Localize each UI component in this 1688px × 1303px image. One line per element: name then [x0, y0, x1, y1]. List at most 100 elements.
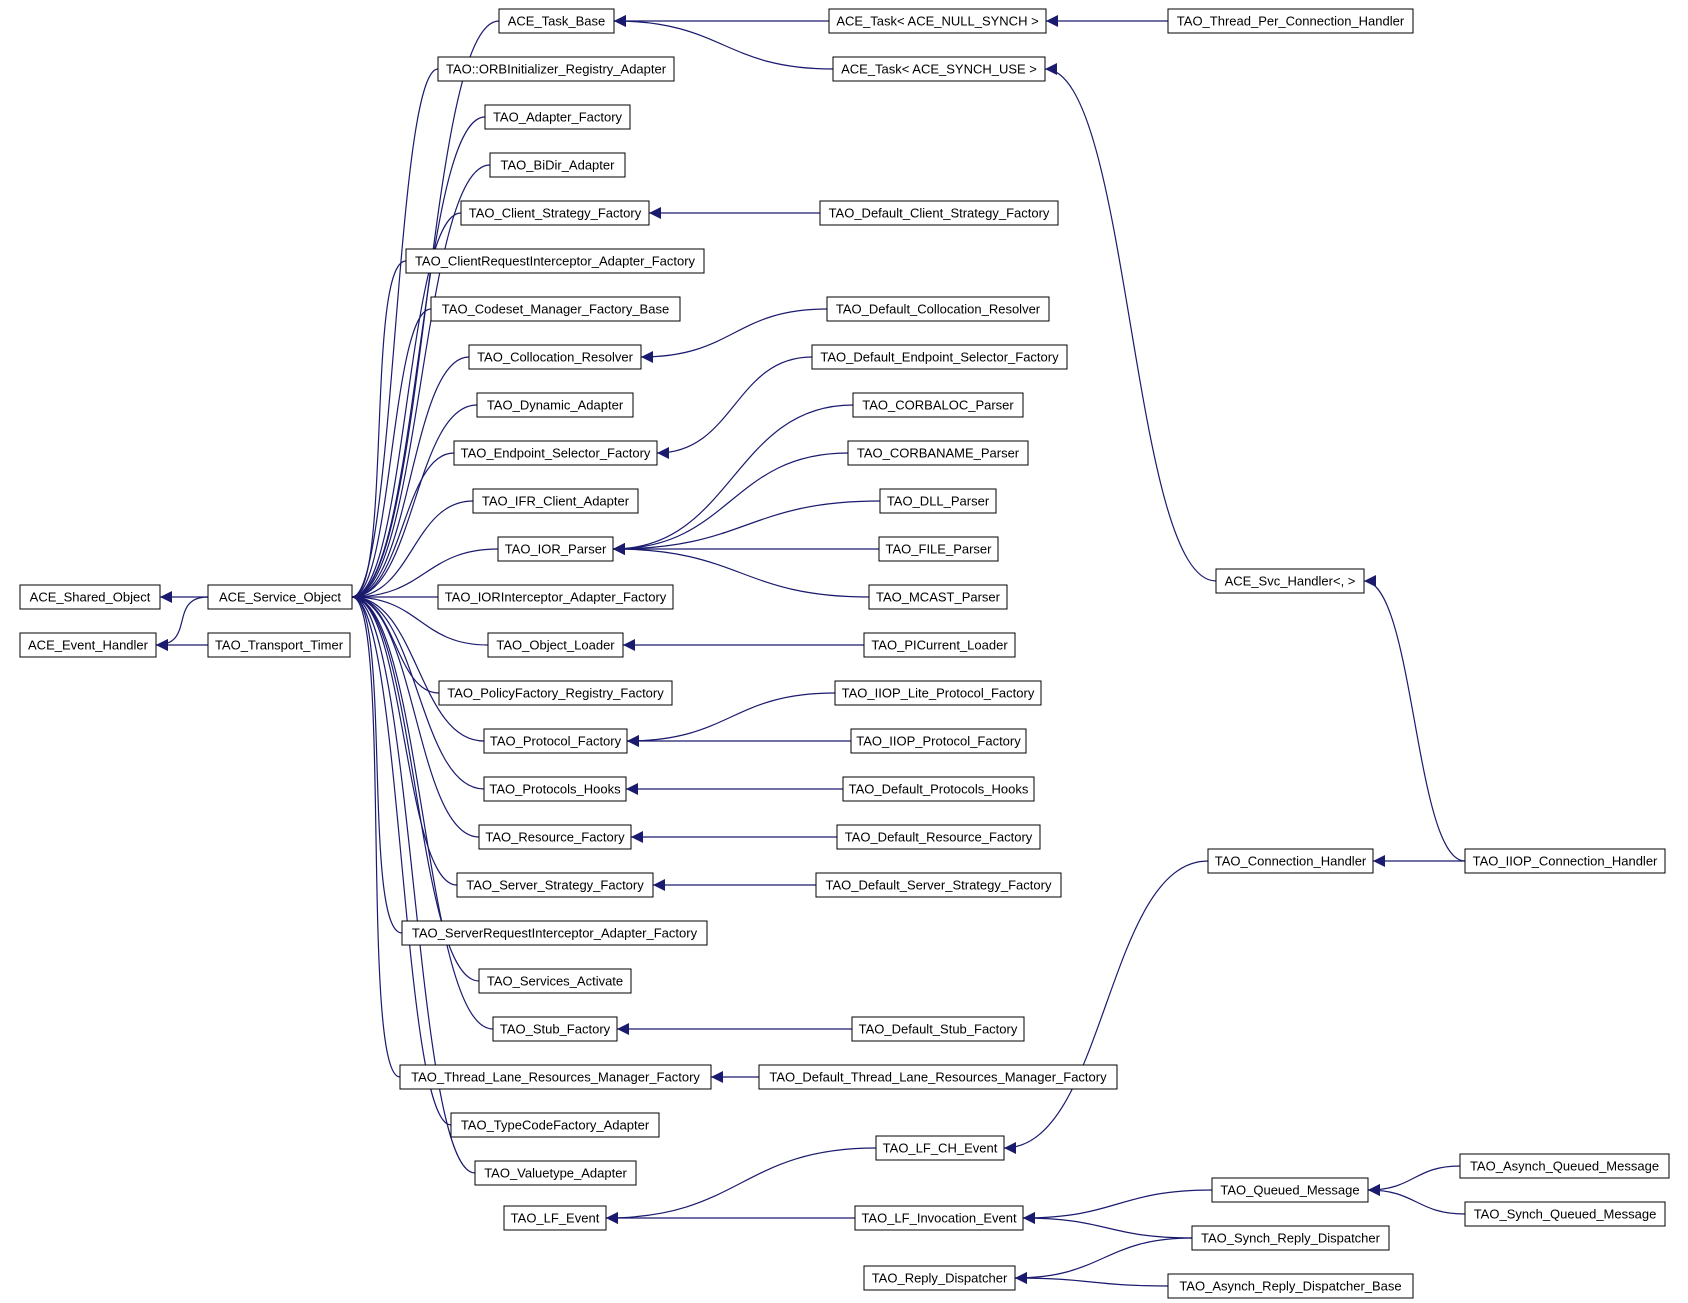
class-node-tao-endpoint-selector-factory[interactable]: TAO_Endpoint_Selector_Factory — [453, 440, 658, 466]
class-box — [758, 1064, 1118, 1090]
class-node-tao-corbaloc-parser[interactable]: TAO_CORBALOC_Parser — [852, 392, 1024, 418]
class-node-tao-dll-parser[interactable]: TAO_DLL_Parser — [879, 488, 997, 514]
class-box — [863, 1265, 1016, 1291]
class-node-tao-connection-handler[interactable]: TAO_Connection_Handler — [1207, 848, 1374, 874]
class-node-tao-protocols-hooks[interactable]: TAO_Protocols_Hooks — [483, 776, 627, 802]
class-label: TAO_DLL_Parser — [887, 494, 990, 509]
class-node-tao-default-thread-lane-resources-manager-factory[interactable]: TAO_Default_Thread_Lane_Resources_Manage… — [758, 1064, 1118, 1090]
class-node-tao-iiop-connection-handler[interactable]: TAO_IIOP_Connection_Handler — [1464, 848, 1666, 874]
class-label: TAO_Default_Stub_Factory — [859, 1022, 1018, 1037]
class-node-tao-lf-event[interactable]: TAO_LF_Event — [503, 1205, 607, 1231]
class-label: TAO_IIOP_Lite_Protocol_Factory — [842, 686, 1035, 701]
class-node-tao-thread-per-connection-handler[interactable]: TAO_Thread_Per_Connection_Handler — [1167, 8, 1414, 34]
class-label: TAO_PICurrent_Loader — [871, 638, 1008, 653]
class-node-tao-default-resource-factory[interactable]: TAO_Default_Resource_Factory — [836, 824, 1041, 850]
class-node-tao-iiop-protocol-factory[interactable]: TAO_IIOP_Protocol_Factory — [850, 728, 1027, 754]
class-node-tao-iiop-lite-protocol-factory[interactable]: TAO_IIOP_Lite_Protocol_Factory — [834, 680, 1042, 706]
class-box — [847, 440, 1029, 466]
class-node-ace-task-base[interactable]: ACE_Task_Base — [498, 8, 615, 34]
class-node-tao-policyfactory-registry-factory[interactable]: TAO_PolicyFactory_Registry_Factory — [438, 680, 673, 706]
class-node-tao-synch-reply-dispatcher[interactable]: TAO_Synch_Reply_Dispatcher — [1191, 1225, 1390, 1251]
class-node-tao-lf-ch-event[interactable]: TAO_LF_CH_Event — [875, 1135, 1005, 1161]
class-node-tao-adapter-factory[interactable]: TAO_Adapter_Factory — [484, 104, 631, 130]
class-node-tao-codeset-manager-factory-base[interactable]: TAO_Codeset_Manager_Factory_Base — [430, 296, 681, 322]
class-node-ace-shared-object[interactable]: ACE_Shared_Object — [19, 584, 161, 610]
class-node-tao-stub-factory[interactable]: TAO_Stub_Factory — [492, 1016, 618, 1042]
inheritance-edge — [612, 500, 881, 555]
class-node-tao-default-stub-factory[interactable]: TAO_Default_Stub_Factory — [851, 1016, 1025, 1042]
class-box — [460, 200, 650, 226]
class-node-tao-corbaname-parser[interactable]: TAO_CORBANAME_Parser — [847, 440, 1029, 466]
class-label: TAO_Default_Client_Strategy_Factory — [829, 206, 1050, 221]
inheritance-edge — [1003, 860, 1209, 1154]
class-box — [836, 824, 1041, 850]
class-node-tao-services-activate[interactable]: TAO_Services_Activate — [478, 968, 632, 994]
class-node-tao-asynch-queued-message[interactable]: TAO_Asynch_Queued_Message — [1459, 1153, 1670, 1179]
class-node-tao-ior-parser[interactable]: TAO_IOR_Parser — [497, 536, 614, 562]
class-node-tao-reply-dispatcher[interactable]: TAO_Reply_Dispatcher — [863, 1265, 1016, 1291]
class-box — [207, 584, 353, 610]
class-box — [852, 392, 1024, 418]
class-node-tao-iorinterceptor-adapter-factory[interactable]: TAO_IORInterceptor_Adapter_Factory — [437, 584, 674, 610]
class-label: TAO_IIOP_Connection_Handler — [1473, 854, 1658, 869]
class-node-tao-ifr-client-adapter[interactable]: TAO_IFR_Client_Adapter — [472, 488, 639, 514]
class-box — [478, 968, 632, 994]
class-label: TAO_Synch_Reply_Dispatcher — [1201, 1231, 1381, 1246]
class-node-tao-valuetype-adapter[interactable]: TAO_Valuetype_Adapter — [474, 1160, 637, 1186]
class-box — [832, 56, 1046, 82]
class-label: TAO_Protocols_Hooks — [489, 782, 621, 797]
inheritance-edge — [1367, 1165, 1461, 1196]
class-box — [875, 1135, 1005, 1161]
class-node-tao-default-client-strategy-factory[interactable]: TAO_Default_Client_Strategy_Factory — [819, 200, 1059, 226]
class-node-tao-default-protocols-hooks[interactable]: TAO_Default_Protocols_Hooks — [842, 776, 1035, 802]
class-node-tao-collocation-resolver[interactable]: TAO_Collocation_Resolver — [468, 344, 642, 370]
class-node-tao-bidir-adapter[interactable]: TAO_BiDir_Adapter — [489, 152, 626, 178]
class-label: TAO_Default_Collocation_Resolver — [836, 302, 1041, 317]
class-node-tao-clientrequestinterceptor-adapter-factory[interactable]: TAO_ClientRequestInterceptor_Adapter_Fac… — [405, 248, 705, 274]
class-box — [879, 488, 997, 514]
class-node-tao-synch-queued-message[interactable]: TAO_Synch_Queued_Message — [1464, 1201, 1666, 1227]
class-label: ACE_Task_Base — [508, 14, 606, 29]
class-node-tao-picurrent-loader[interactable]: TAO_PICurrent_Loader — [863, 632, 1016, 658]
class-node-ace-event-handler[interactable]: ACE_Event_Handler — [19, 632, 157, 658]
class-node-ace-svc-handler[interactable]: ACE_Svc_Handler<, > — [1215, 568, 1365, 594]
class-node-tao-typecodefactory-adapter[interactable]: TAO_TypeCodeFactory_Adapter — [450, 1112, 660, 1138]
class-node-tao-lf-invocation-event[interactable]: TAO_LF_Invocation_Event — [854, 1205, 1024, 1231]
class-label: TAO::ORBInitializer_Registry_Adapter — [446, 62, 667, 77]
class-node-tao-default-server-strategy-factory[interactable]: TAO_Default_Server_Strategy_Factory — [815, 872, 1062, 898]
class-label: TAO_Codeset_Manager_Factory_Base — [442, 302, 669, 317]
class-node-ace-task-synch-use[interactable]: ACE_Task< ACE_SYNCH_USE > — [832, 56, 1046, 82]
class-node-ace-service-object[interactable]: ACE_Service_Object — [207, 584, 353, 610]
class-box — [399, 1064, 712, 1090]
class-node-tao-server-strategy-factory[interactable]: TAO_Server_Strategy_Factory — [456, 872, 654, 898]
class-node-tao-transport-timer[interactable]: TAO_Transport_Timer — [207, 632, 351, 658]
class-node-tao-object-loader[interactable]: TAO_Object_Loader — [487, 632, 624, 658]
class-node-tao-resource-factory[interactable]: TAO_Resource_Factory — [478, 824, 632, 850]
inheritance-edge — [351, 591, 489, 646]
class-node-tao-default-collocation-resolver[interactable]: TAO_Default_Collocation_Resolver — [826, 296, 1050, 322]
inheritance-edge — [351, 591, 476, 1174]
class-label: ACE_Svc_Handler<, > — [1225, 574, 1356, 589]
class-node-tao-client-strategy-factory[interactable]: TAO_Client_Strategy_Factory — [460, 200, 650, 226]
inheritance-edge — [612, 452, 849, 555]
class-label: TAO_PolicyFactory_Registry_Factory — [447, 686, 664, 701]
class-label: ACE_Service_Object — [219, 590, 341, 605]
class-node-tao-protocol-factory[interactable]: TAO_Protocol_Factory — [483, 728, 628, 754]
class-box — [851, 1016, 1025, 1042]
class-node-tao-dynamic-adapter[interactable]: TAO_Dynamic_Adapter — [476, 392, 634, 418]
class-node-tao-default-endpoint-selector-factory[interactable]: TAO_Default_Endpoint_Selector_Factory — [811, 344, 1068, 370]
inheritance-edge — [613, 15, 834, 70]
class-node-tao-asynch-reply-dispatcher-base[interactable]: TAO_Asynch_Reply_Dispatcher_Base — [1167, 1273, 1414, 1299]
class-node-ace-task-null-synch[interactable]: ACE_Task< ACE_NULL_SYNCH > — [828, 8, 1047, 34]
class-node-tao-orbinitializer-registry-adapter[interactable]: TAO::ORBInitializer_Registry_Adapter — [437, 56, 675, 82]
class-node-tao-serverrequestinterceptor-adapter-factory[interactable]: TAO_ServerRequestInterceptor_Adapter_Fac… — [401, 920, 708, 946]
class-node-tao-queued-message[interactable]: TAO_Queued_Message — [1211, 1177, 1369, 1203]
class-node-tao-mcast-parser[interactable]: TAO_MCAST_Parser — [868, 584, 1008, 610]
class-box — [453, 440, 658, 466]
class-label: TAO_Stub_Factory — [500, 1022, 611, 1037]
inheritance-edge — [351, 591, 403, 934]
class-node-tao-thread-lane-resources-manager-factory[interactable]: TAO_Thread_Lane_Resources_Manager_Factor… — [399, 1064, 712, 1090]
class-node-tao-file-parser[interactable]: TAO_FILE_Parser — [878, 536, 999, 562]
class-box — [863, 632, 1016, 658]
class-label: TAO_Connection_Handler — [1215, 854, 1367, 869]
